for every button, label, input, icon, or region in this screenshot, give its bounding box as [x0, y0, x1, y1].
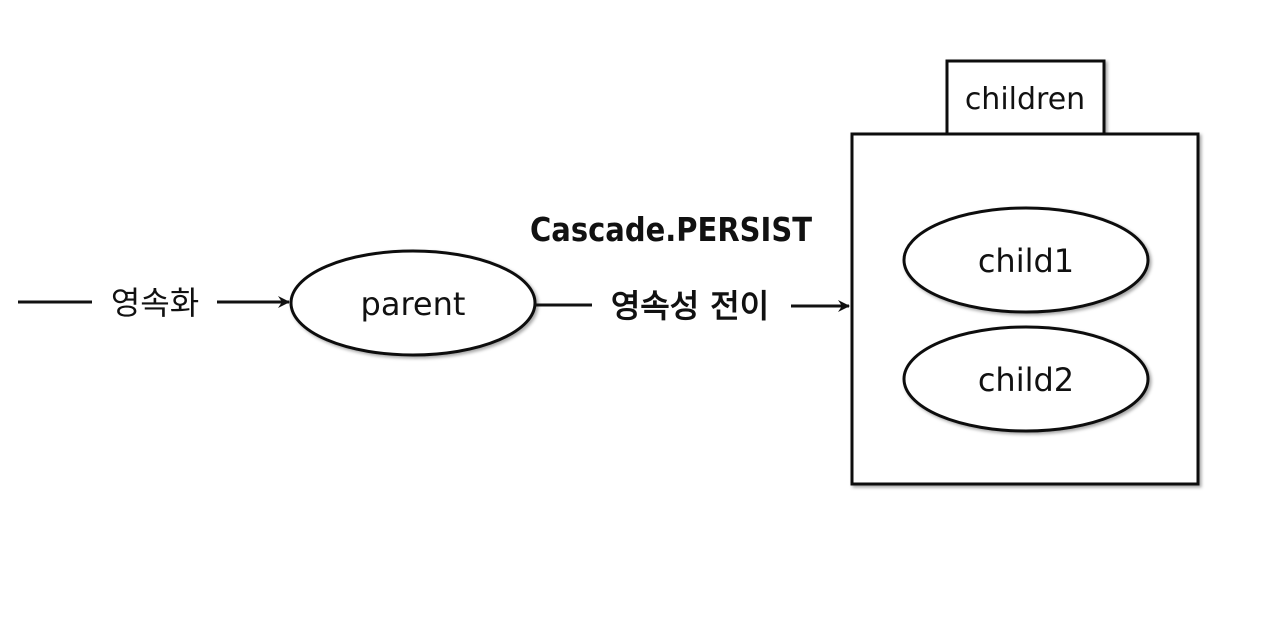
cascade-persist-label: Cascade.PERSIST: [530, 210, 812, 249]
parent-node: [289, 249, 537, 357]
child2-label: child2: [978, 361, 1074, 399]
children-tab-label: children: [965, 82, 1085, 117]
child1-node: [902, 206, 1150, 314]
child1-label: child1: [978, 242, 1074, 280]
parent-label: parent: [361, 285, 466, 323]
child2-node: [902, 325, 1150, 433]
persist-label: 영속화: [111, 284, 199, 322]
transfer-label: 영속성 전이: [611, 287, 769, 325]
